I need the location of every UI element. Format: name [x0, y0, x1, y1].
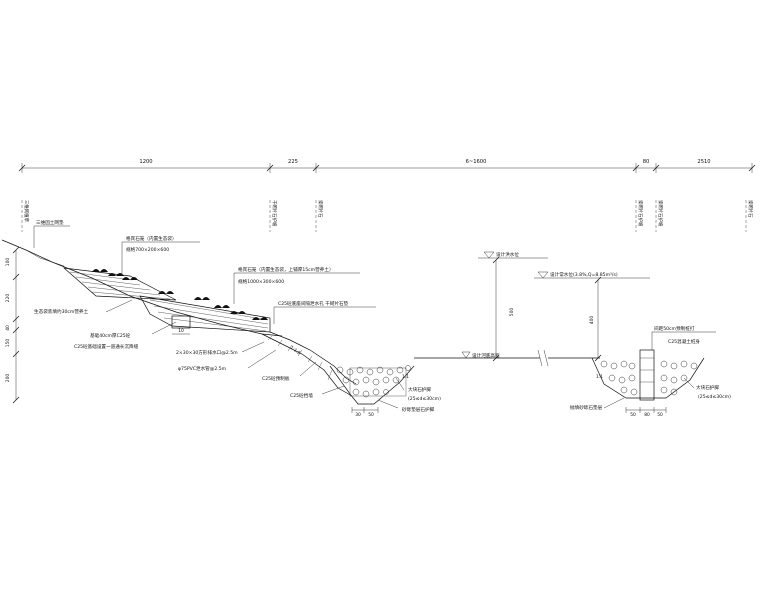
left-dimension-chain: 100 220 40 150 200 — [5, 246, 20, 404]
dim-top-5: 2510 — [697, 159, 710, 165]
zone-label-2: 干砌片石护坡 — [271, 200, 278, 227]
slope-label-1: 1:1.5 — [289, 345, 302, 357]
zone-label-4: 浆砌片石护坡 — [637, 200, 644, 227]
dim-step: 10 — [178, 328, 184, 334]
gravel-fill-pattern-right — [600, 360, 698, 396]
top-dimension-chain: 1200 225 6~1600 80 2510 — [18, 159, 756, 173]
label-frame1-size: 规格700×200×600 — [126, 246, 169, 253]
label-ditch-base: 砂砾垫层石护脚 — [402, 406, 435, 413]
river-bed-label: 设计河底高程 — [472, 352, 500, 359]
label-pile-base: 抛填砂砾石垫层 — [570, 404, 603, 411]
river-ditch-section: 1:1 30 50 — [329, 365, 415, 418]
zone-label-1: 三维网植草 — [23, 200, 30, 223]
dim-left-5: 200 — [5, 374, 11, 383]
zone-labels: 三维网植草 干砌片石护坡 浆砌片石 浆砌片石护坡 浆砌片石护坡 浆砌片石 — [21, 200, 754, 232]
lower-gabion-stack — [139, 295, 271, 333]
label-frame1-title: 格宾石笼（内置生态袋） — [126, 235, 177, 242]
label-toe-wall: C25砼挡墙 — [290, 392, 313, 399]
dim-top-4: 80 — [643, 159, 650, 165]
dim-top-2: 225 — [288, 159, 298, 165]
normal-water-label: 设计常水位(3.8%,Q=8.85m³/s) — [550, 271, 618, 278]
dim-water-2: 400 — [589, 316, 595, 325]
water-levels: 设计洪水位 设计常水位(3.8%,Q=8.85m³/s) 500 400 — [478, 251, 650, 362]
zone-label-5: 浆砌片石护坡 — [657, 200, 664, 227]
left-bank-slope: 10 1:1.5 — [1, 239, 357, 397]
zone-label-3: 浆砌片石 — [317, 200, 324, 218]
label-drain-pipe: 2×30×30方形排水口@2.5m — [176, 349, 238, 356]
dim-top-1: 1200 — [139, 159, 152, 165]
dim-left-4: 150 — [5, 339, 11, 348]
label-pile-spec: C25混凝土桩身 — [668, 338, 700, 345]
label-gravel-spec-2: (25≤d≤30cm) — [698, 394, 731, 400]
label-cushion: C25砼底座间隔泄水孔 干砌片石垫 — [278, 300, 349, 307]
label-soil: 生态袋装填约30cm营养土 — [34, 308, 89, 315]
upper-gabion-stack — [62, 267, 177, 301]
label-pvc-pipe: φ75PVC泄水管@2.5m — [178, 365, 227, 372]
label-concrete-slab: C25砼预制板 — [262, 375, 290, 382]
label-foundation-note: C25砼基础设置一道通长沉降缝 — [74, 343, 139, 350]
dim-left-2: 220 — [5, 294, 11, 303]
label-foundation: 基础40cm厚C25砼 — [90, 332, 131, 339]
dim-pile-3: 50 — [657, 412, 663, 418]
shrub-icons — [92, 269, 268, 320]
zone-label-6: 浆砌片石 — [747, 200, 754, 218]
dim-left-1: 100 — [5, 258, 11, 267]
label-gravel-spec: (25≤d≤30cm) — [408, 396, 441, 402]
dim-pile-1: 50 — [630, 412, 636, 418]
high-water-label: 设计洪水位 — [496, 251, 519, 258]
callouts: 三维固土网垫 格宾石笼（内置生态袋） 规格700×200×600 格宾石笼（内置… — [33, 219, 731, 413]
slope-label-4: 1:1 — [596, 374, 603, 380]
dim-top-3: 6~1600 — [466, 159, 487, 165]
label-mesh: 三维固土网垫 — [36, 219, 64, 226]
dim-left-3: 40 — [5, 325, 11, 331]
dim-pile-2: 80 — [644, 412, 650, 418]
river-bed-line: 设计河底高程 — [414, 349, 600, 367]
dim-ditch-1: 30 — [355, 412, 361, 418]
label-pile-title: 间距50cm预制桩打 — [654, 325, 695, 332]
label-frame2-title: 格宾石笼（内置生态袋，上铺厚15cm营养土） — [238, 266, 334, 273]
gravel-fill-pattern — [336, 365, 411, 398]
label-gravel-fill-2: 大块石护脚 — [696, 384, 719, 391]
dim-water: 500 — [509, 308, 515, 317]
label-frame2-size: 规格1000×300×600 — [238, 278, 284, 285]
right-bank-pile: 1:1 50 80 50 — [591, 349, 705, 418]
dim-ditch-2: 50 — [368, 412, 374, 418]
label-gravel-fill: 大块石护脚 — [408, 386, 431, 393]
slope-label-3: 1:1 — [402, 374, 409, 380]
